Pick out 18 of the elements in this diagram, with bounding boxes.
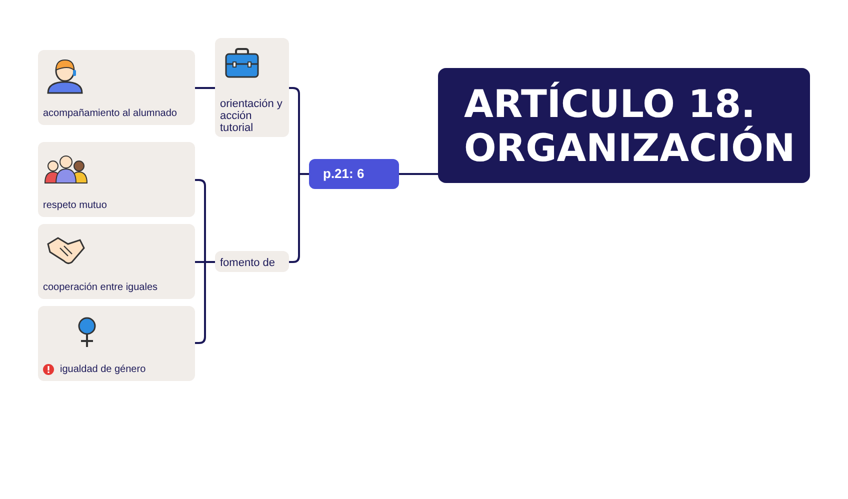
topic-card xyxy=(38,50,195,125)
topic-label: acompañamiento al alumnado xyxy=(43,107,177,121)
topic-title: ARTÍCULO 18. ORGANIZACIÓN xyxy=(464,82,796,170)
topic-card xyxy=(38,306,195,381)
topic-card xyxy=(215,251,289,272)
connector-line xyxy=(399,173,438,175)
topic-label: igualdad de género xyxy=(60,363,146,377)
topic-card xyxy=(38,224,195,299)
topic-label: orientación y acción tutorial xyxy=(220,98,284,134)
topic-label: cooperación entre iguales xyxy=(43,281,158,295)
central-topic-box xyxy=(438,68,810,183)
topic-label: respeto mutuo xyxy=(43,199,107,213)
main-topic-box xyxy=(309,159,399,189)
topic-label: p.21: 6 xyxy=(323,165,364,184)
connector-line xyxy=(195,87,215,89)
topic-label: fomento de xyxy=(220,257,276,269)
topic-card xyxy=(215,38,289,137)
topic-card xyxy=(38,142,195,217)
